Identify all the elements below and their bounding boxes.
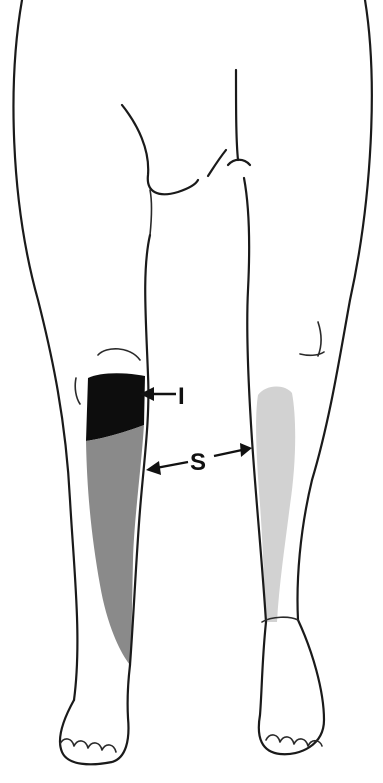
label-s: S xyxy=(190,449,206,476)
saphenous-region-left-leg xyxy=(86,425,144,665)
label-s-arrow-shaft-right xyxy=(214,450,242,456)
label-i: I xyxy=(178,383,185,410)
label-s-annotation: S xyxy=(146,443,252,476)
label-s-arrowhead-right xyxy=(240,443,252,457)
label-s-arrow-shaft-left xyxy=(156,462,188,468)
label-s-arrowhead-left xyxy=(146,461,161,475)
label-i-annotation: I xyxy=(140,383,185,410)
body-outline xyxy=(14,0,372,764)
saphenous-region-right-leg xyxy=(256,386,295,622)
